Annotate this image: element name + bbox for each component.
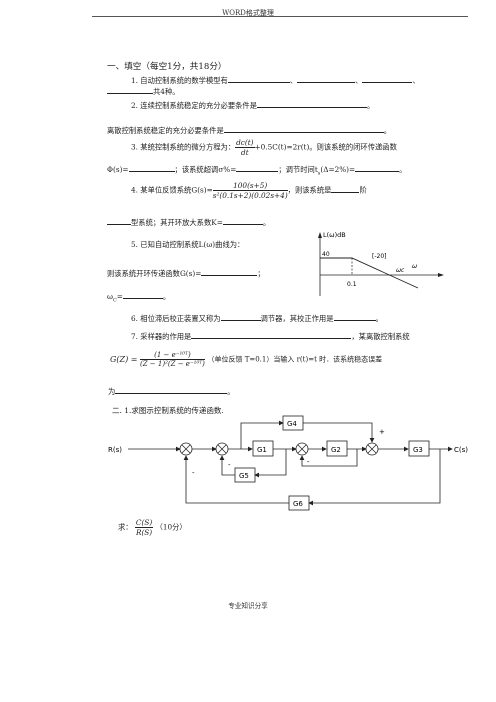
q1-blank-1[interactable] (227, 75, 290, 83)
question-4: 4. 某单位反馈系统G(s)=100(s+5)s²(0.1s+2)(0.02s+… (131, 181, 367, 200)
q4-blank-1[interactable] (331, 185, 360, 193)
sum-junction-1 (179, 442, 193, 456)
q1-blank-4[interactable] (107, 86, 153, 94)
question-3-cont: Φ(s)=；该系统超调σ%=；调节时间ts(Δ=2%)=。 (107, 164, 407, 177)
q1-blank-3[interactable] (362, 75, 413, 83)
q3-text: 3. 某统控制系统的微分方程为： (131, 142, 236, 152)
page-footer: 专业知识分享 (228, 602, 268, 610)
q1-blank-2[interactable] (297, 75, 356, 83)
q3-blank-2[interactable] (236, 164, 279, 172)
bode-ylabel: L(ω)dB (323, 231, 346, 239)
bode-tick-label: 0.1 (347, 281, 357, 288)
q7-blank-2[interactable] (115, 386, 228, 394)
page-header: WORD格式整理 (222, 9, 274, 17)
bode-wc-label: ωc (396, 267, 405, 274)
q4-transfer-function: 100(s+5)s²(0.1s+2)(0.02s+4) (212, 181, 288, 200)
bode-y-arrow (318, 232, 322, 238)
bode-w-label: ω (412, 263, 417, 270)
question-4-cont: 型系统；其开环放大系数K=。 (107, 217, 270, 228)
q6-blank-2[interactable] (333, 313, 376, 321)
transfer-ratio: C(S)R(S) (134, 518, 154, 537)
plus-sign: + (379, 428, 385, 436)
input-label: R(s) (108, 446, 122, 454)
sum-junction-3 (295, 442, 309, 456)
q1-sep: 、 (412, 76, 420, 85)
q2b-text: 离散控制系统稳定的充分必要条件是 (107, 126, 224, 135)
q1-end: 共4种。 (153, 87, 180, 96)
question-5-wc: ωC=。 (107, 291, 171, 304)
q5-blank-2[interactable] (122, 291, 163, 299)
question-3: 3. 某统控制系统的微分方程为：dc(t)dt+0.5C(t)=2r(t)。则该… (131, 138, 397, 157)
sum-junction-2 (215, 442, 229, 456)
block-g4-label: G4 (287, 420, 297, 428)
block-g1-label: G1 (257, 446, 267, 454)
q5-blank-1[interactable] (201, 268, 258, 276)
bode-slope-label: [-20] (372, 253, 386, 260)
question-1-cont: 共4种。 (107, 86, 180, 97)
block-g3 (408, 440, 430, 457)
header-rule (92, 16, 468, 17)
question-7-cont: 为。 (108, 386, 235, 396)
q3-blank-1[interactable] (128, 164, 175, 172)
section-1-title: 一、填空（每空1分，共18分） (107, 62, 227, 72)
section-2-title: 二. 1.求图示控制系统的传递函数. (112, 406, 224, 415)
block-diagram: R(s) G1 G2 G3 C(s) G4 + G5 (108, 415, 468, 511)
block-g2-label: G2 (331, 446, 341, 454)
q2b-blank[interactable] (223, 125, 384, 133)
bode-x-arrow (438, 273, 444, 277)
q2-blank[interactable] (257, 100, 368, 108)
q1-text: 1. 自动控制系统的数学模型有 (131, 76, 228, 85)
minus-sign: - (307, 458, 310, 466)
block-g6-label: G6 (293, 500, 303, 508)
minus-sign: - (192, 469, 195, 477)
minus-sign: - (228, 461, 231, 469)
q2-text: 2. 连续控制系统稳定的充分必要条件是 (131, 101, 258, 110)
q4-blank-2[interactable] (107, 217, 131, 225)
output-label: C(s) (454, 446, 468, 454)
q3-blank-3[interactable] (355, 164, 400, 172)
q1-sep: 、 (355, 76, 363, 85)
bode-40-label: 40 (322, 251, 330, 258)
block-g3-label: G3 (413, 446, 423, 454)
q7-blank-1[interactable] (191, 331, 352, 339)
block-g5-label: G5 (239, 472, 249, 480)
section-2-ask: 求： C(S)R(S) （10分） (118, 518, 187, 537)
question-7-formula: G(Z) = (1 − e⁻¹⁰ᵀ)(Z − 1)²(Z − e⁻¹⁰ᵀ) （单… (110, 351, 383, 368)
bode-plot: L(ω)dB 40 [-20] ωc ω 0.1 (318, 231, 444, 296)
sum-junction-4 (365, 442, 379, 456)
q1-sep: 、 (289, 76, 298, 85)
question-2: 2. 连续控制系统稳定的充分必要条件是 。 (131, 100, 374, 111)
question-5-cont: 则该系统开环传递函数G(s)=； (107, 268, 265, 278)
block-g2 (326, 440, 348, 457)
q2b-end: 。 (383, 126, 392, 135)
question-1: 1. 自动控制系统的数学模型有 、 、 、 (131, 75, 420, 86)
q6-blank-1[interactable] (220, 313, 261, 321)
question-2b: 离散控制系统稳定的充分必要条件是 。 (107, 125, 391, 136)
q3-derivative: dc(t)dt (235, 138, 255, 157)
q7-ztransform: (1 − e⁻¹⁰ᵀ)(Z − 1)²(Z − e⁻¹⁰ᵀ) (139, 351, 205, 368)
block-g1 (252, 440, 274, 457)
q4-blank-3[interactable] (222, 217, 263, 225)
question-5: 5. 已知自动控制系统L(ω)曲线为： (131, 240, 245, 249)
question-6: 6. 相位滞后校正装置又称为调节器，其校正作用是。 (131, 313, 383, 323)
question-7: 7. 采样器的作用是，某离散控制系统 (131, 331, 410, 341)
q2-end: 。 (367, 101, 375, 110)
q3-text-2: +0.5C(t)=2r(t)。则该系统的闭环传递函数 (254, 142, 397, 152)
